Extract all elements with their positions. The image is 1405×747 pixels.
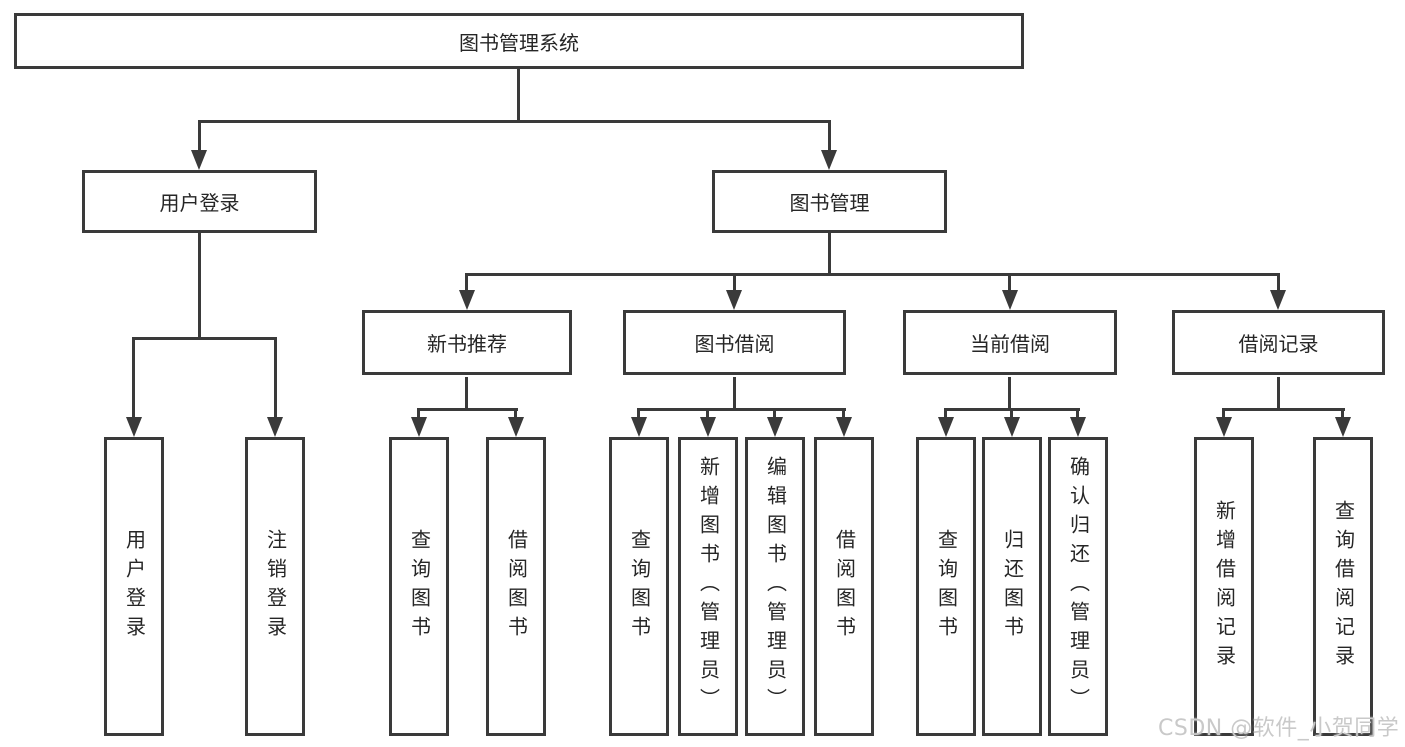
leaf-query-borrow-record: 查询借阅记录 [1313, 437, 1373, 736]
arrow-down-icon [1002, 290, 1018, 310]
node-label: 查询图书 [934, 528, 959, 645]
connector-line [1222, 408, 1345, 411]
arrow-down-icon [508, 417, 524, 437]
connector-line [417, 408, 518, 411]
connector-line [1008, 377, 1011, 411]
node-book-borrowing: 图书借阅 [623, 310, 846, 375]
arrow-down-icon [821, 150, 837, 170]
leaf-add-borrow-record: 新增借阅记录 [1194, 437, 1254, 736]
leaf-logout: 注销登录 [245, 437, 305, 736]
connector-line [132, 339, 135, 418]
node-label: 用户登录 [122, 528, 147, 645]
connector-line [198, 233, 201, 339]
leaf-query-books-current: 查询图书 [916, 437, 976, 736]
connector-line [1008, 275, 1011, 292]
connector-line [465, 273, 1280, 276]
node-label: 新增图书（管理员） [696, 456, 721, 717]
leaf-return-book: 归还图书 [982, 437, 1042, 736]
connector-line [465, 275, 468, 292]
node-label: 查询借阅记录 [1331, 499, 1356, 674]
connector-line [842, 410, 845, 419]
node-label: 借阅记录 [1238, 332, 1319, 356]
leaf-user-login: 用户登录 [104, 437, 164, 736]
node-label: 图书管理 [789, 191, 870, 215]
node-user-login: 用户登录 [82, 170, 317, 233]
connector-line [1277, 377, 1280, 411]
connector-line [1076, 410, 1079, 419]
connector-line [417, 410, 420, 419]
connector-line [1341, 410, 1344, 419]
node-label: 图书管理系统 [459, 30, 579, 55]
arrow-down-icon [267, 417, 283, 437]
node-label: 编辑图书（管理员） [763, 456, 788, 717]
csdn-watermark: CSDN @软件_小贺同学 [1158, 716, 1400, 741]
node-label: 图书借阅 [694, 332, 775, 356]
node-label: 借阅图书 [832, 528, 857, 645]
leaf-borrow-books-recommend: 借阅图书 [486, 437, 546, 736]
node-book-management: 图书管理 [712, 170, 947, 233]
connector-line [517, 67, 520, 123]
arrow-down-icon [631, 417, 647, 437]
connector-line [733, 377, 736, 411]
connector-line [637, 408, 846, 411]
leaf-add-book-admin: 新增图书（管理员） [678, 437, 738, 736]
node-label: 新书推荐 [427, 332, 507, 356]
arrow-down-icon [1335, 417, 1351, 437]
node-new-book-recommendation: 新书推荐 [362, 310, 572, 375]
node-label: 用户登录 [159, 191, 240, 215]
connector-line [706, 410, 709, 419]
connector-line [828, 233, 831, 275]
connector-line [198, 121, 201, 154]
node-root-library-system: 图书管理系统 [14, 13, 1024, 69]
node-label: 确认归还（管理员） [1066, 456, 1091, 717]
connector-line [1010, 410, 1013, 419]
arrow-down-icon [459, 290, 475, 310]
arrow-down-icon [726, 290, 742, 310]
connector-line [1277, 275, 1280, 292]
node-borrowing-records: 借阅记录 [1172, 310, 1385, 375]
connector-line [773, 410, 776, 419]
leaf-edit-book-admin: 编辑图书（管理员） [745, 437, 805, 736]
node-label: 新增借阅记录 [1212, 499, 1237, 674]
arrow-down-icon [126, 417, 142, 437]
arrow-down-icon [191, 150, 207, 170]
connector-line [733, 275, 736, 292]
arrow-down-icon [700, 417, 716, 437]
connector-line [465, 377, 468, 411]
arrow-down-icon [1004, 417, 1020, 437]
node-label: 借阅图书 [504, 528, 529, 645]
leaf-confirm-return-admin: 确认归还（管理员） [1048, 437, 1108, 736]
node-label: 查询图书 [627, 528, 652, 645]
arrow-down-icon [1270, 290, 1286, 310]
node-label: 注销登录 [263, 528, 288, 645]
arrow-down-icon [1070, 417, 1086, 437]
connector-line [198, 120, 831, 123]
arrow-down-icon [836, 417, 852, 437]
connector-line [274, 339, 277, 418]
connector-line [828, 121, 831, 154]
connector-line [637, 410, 640, 419]
leaf-borrow-books: 借阅图书 [814, 437, 874, 736]
node-label: 查询图书 [407, 528, 432, 645]
node-label: 归还图书 [1000, 528, 1025, 645]
connector-line [944, 408, 1080, 411]
connector-line [132, 337, 277, 340]
node-current-borrowing: 当前借阅 [903, 310, 1117, 375]
arrow-down-icon [411, 417, 427, 437]
arrow-down-icon [767, 417, 783, 437]
connector-line [1222, 410, 1225, 419]
leaf-query-books-recommend: 查询图书 [389, 437, 449, 736]
node-label: 当前借阅 [970, 332, 1050, 356]
leaf-query-books-borrow: 查询图书 [609, 437, 669, 736]
arrow-down-icon [938, 417, 954, 437]
connector-line [944, 410, 947, 419]
connector-line [514, 410, 517, 419]
arrow-down-icon [1216, 417, 1232, 437]
